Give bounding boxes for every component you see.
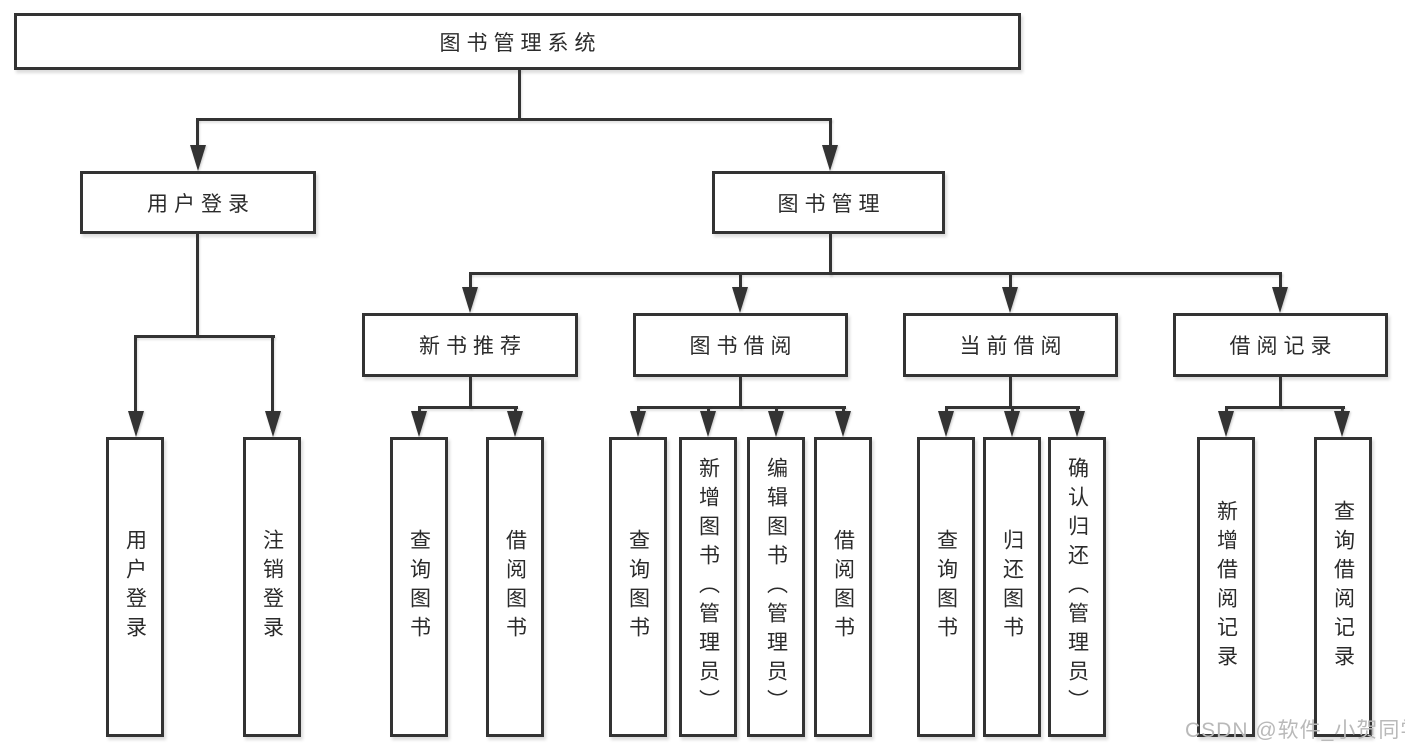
leaf-query-books-borrowing-label: 查询图书 [626, 529, 650, 645]
leaf-query-borrow-record: 查询借阅记录 [1314, 437, 1372, 737]
arrow-down-icon [732, 287, 748, 313]
connector-book-management-stem [829, 234, 832, 275]
leaf-edit-book-admin-label: 编辑图书（管理员） [764, 456, 788, 718]
connector-line [739, 377, 742, 408]
arrow-down-icon [835, 411, 851, 437]
leaf-query-books-borrowing: 查询图书 [609, 437, 667, 737]
leaf-confirm-return-admin-label: 确认归还（管理员） [1065, 456, 1089, 718]
node-borrowing-records-label: 借阅记录 [1229, 335, 1338, 358]
leaf-confirm-return-admin: 确认归还（管理员） [1048, 437, 1106, 737]
connector-line [418, 406, 518, 409]
arrow-down-icon [938, 411, 954, 437]
connector-level3-bar [469, 272, 1282, 275]
leaf-return-books: 归还图书 [983, 437, 1041, 737]
node-user-login: 用户登录 [80, 171, 316, 234]
arrow-down-icon [128, 411, 144, 437]
node-borrowing-records: 借阅记录 [1173, 313, 1388, 377]
leaf-user-login: 用户登录 [106, 437, 164, 737]
leaf-add-book-admin-label: 新增图书（管理员） [696, 456, 720, 718]
node-user-login-label: 用户登录 [147, 192, 255, 216]
arrow-down-icon [462, 287, 478, 313]
connector-line [1225, 406, 1345, 409]
arrow-down-icon [265, 411, 281, 437]
leaf-return-books-label: 归还图书 [1000, 529, 1024, 645]
arrow-down-icon [630, 411, 646, 437]
connector-line [637, 406, 846, 409]
connector-level1-bar [196, 118, 832, 121]
leaf-logout: 注销登录 [243, 437, 301, 737]
leaf-add-borrow-record-label: 新增借阅记录 [1214, 500, 1238, 674]
leaf-borrow-books-recommend-label: 借阅图书 [503, 529, 527, 645]
leaf-borrow-books-borrowing: 借阅图书 [814, 437, 872, 737]
arrow-down-icon [700, 411, 716, 437]
connector-line [271, 335, 274, 415]
watermark: CSDN @软件_小贺同学 [1185, 719, 1405, 742]
node-root: 图书管理系统 [14, 13, 1021, 70]
arrow-down-icon [1004, 411, 1020, 437]
connector-user-login-bar [134, 335, 275, 338]
leaf-borrow-books-borrowing-label: 借阅图书 [831, 529, 855, 645]
leaf-query-borrow-record-label: 查询借阅记录 [1331, 500, 1355, 674]
connector-line [829, 118, 832, 148]
connector-line [1009, 272, 1012, 290]
connector-line [469, 377, 472, 408]
arrow-down-icon [822, 145, 838, 171]
node-book-management: 图书管理 [712, 171, 945, 234]
node-book-management-label: 图书管理 [777, 192, 886, 216]
connector-line [134, 335, 137, 415]
node-current-borrowing-label: 当前借阅 [959, 335, 1068, 358]
leaf-query-books-recommend: 查询图书 [390, 437, 448, 737]
leaf-query-books-current-label: 查询图书 [934, 529, 958, 645]
leaf-borrow-books-recommend: 借阅图书 [486, 437, 544, 737]
node-new-book-recommendations-label: 新书推荐 [419, 335, 527, 358]
arrow-down-icon [1002, 287, 1018, 313]
connector-user-login-stem [196, 234, 199, 337]
node-current-borrowing: 当前借阅 [903, 313, 1118, 377]
arrow-down-icon [411, 411, 427, 437]
arrow-down-icon [190, 145, 206, 171]
node-new-book-recommendations: 新书推荐 [362, 313, 578, 377]
leaf-add-borrow-record: 新增借阅记录 [1197, 437, 1255, 737]
arrow-down-icon [1334, 411, 1350, 437]
arrow-down-icon [1218, 411, 1234, 437]
connector-line [469, 272, 472, 290]
connector-line [739, 272, 742, 290]
leaf-query-books-current: 查询图书 [917, 437, 975, 737]
node-book-borrowing: 图书借阅 [633, 313, 848, 377]
leaf-query-books-recommend-label: 查询图书 [407, 529, 431, 645]
connector-line [1279, 272, 1282, 290]
connector-line [1009, 377, 1012, 408]
arrow-down-icon [1069, 411, 1085, 437]
node-root-label: 图书管理系统 [439, 31, 602, 55]
connector-line [196, 118, 199, 148]
leaf-logout-label: 注销登录 [260, 529, 284, 645]
node-book-borrowing-label: 图书借阅 [689, 335, 798, 358]
arrow-down-icon [1272, 287, 1288, 313]
connector-line [1279, 377, 1282, 408]
connector-root-stem [518, 68, 521, 118]
leaf-user-login-label: 用户登录 [123, 529, 147, 645]
leaf-add-book-admin: 新增图书（管理员） [679, 437, 737, 737]
leaf-edit-book-admin: 编辑图书（管理员） [747, 437, 805, 737]
arrow-down-icon [768, 411, 784, 437]
arrow-down-icon [507, 411, 523, 437]
